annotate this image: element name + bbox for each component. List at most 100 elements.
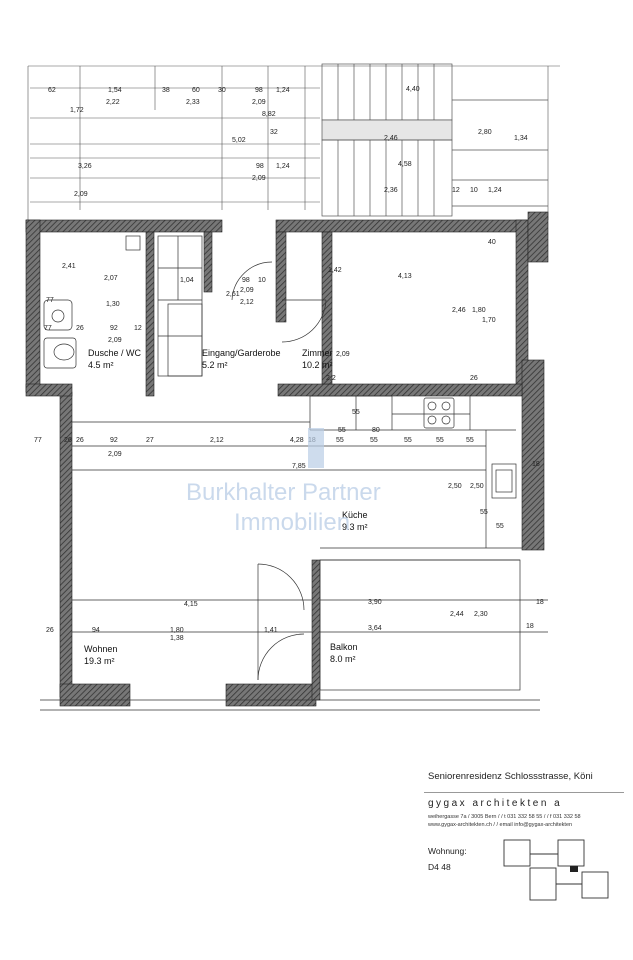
- dim-236: 2,36: [384, 187, 398, 194]
- dim-k-55b: 55: [496, 523, 504, 530]
- dim-top-440: 4,40: [406, 86, 420, 93]
- room-labels: Dusche / WC 4.5 m² Eingang/Garderobe 5.2…: [84, 348, 368, 666]
- dim-882: 8,82: [262, 111, 276, 118]
- dim-zimmer-170: 1,70: [482, 317, 496, 324]
- room-balkon-area: 8.0 m²: [330, 654, 356, 664]
- room-zimmer-area: 10.2 m²: [302, 360, 333, 370]
- dim-124c: 1,24: [488, 187, 502, 194]
- dim-222: 2,22: [106, 99, 120, 106]
- dim-209a: 2,09: [252, 99, 266, 106]
- dim-top-98: 98: [255, 87, 263, 94]
- dim-zimmer-413: 4,13: [398, 273, 412, 280]
- dim-corr-428: 4,28: [290, 437, 304, 444]
- firm-name: gygax architekten a: [428, 798, 563, 809]
- key-plan-icon: [503, 839, 609, 901]
- dim-l-364: 3,64: [368, 625, 382, 632]
- dim-l-415: 4,15: [184, 601, 198, 608]
- unit-label: Wohnung:: [428, 846, 467, 856]
- dim-zimmer-22: 2,2: [326, 375, 336, 382]
- room-dusche-name: Dusche / WC: [88, 348, 142, 358]
- walls: [25, 211, 549, 707]
- dim-98b: 98: [256, 163, 264, 170]
- dim-corr-785: 7,85: [292, 463, 306, 470]
- dim-l-230: 2,30: [474, 611, 488, 618]
- dim-top-62: 62: [48, 87, 56, 94]
- dim-bath-77a: 77: [46, 297, 54, 304]
- dim-l-18b: 18: [526, 623, 534, 630]
- room-eingang-name: Eingang/Garderobe: [202, 348, 281, 358]
- dim-bath-104: 1,04: [180, 277, 194, 284]
- watermark-line2: Immobilien: [234, 509, 350, 536]
- dim-zimmer-40: 40: [488, 239, 496, 246]
- dim-bath-92: 92: [110, 325, 118, 332]
- dim-502: 5,02: [232, 137, 246, 144]
- title-divider: [424, 792, 624, 793]
- dim-bath-209: 2,09: [108, 337, 122, 344]
- dim-10: 10: [470, 187, 478, 194]
- firm-address: weihergasse 7a / 3005 Bern / / t 031 332…: [428, 814, 581, 820]
- staircase: [321, 63, 548, 217]
- dim-kt-55e: 55: [466, 437, 474, 444]
- room-zimmer-name: Zimmer: [302, 348, 333, 358]
- firm-web: www.gygax-architekten.ch / / email info@…: [428, 822, 573, 828]
- dim-zimmer-142: 1,42: [328, 267, 342, 274]
- title-block: Seniorenresidenz Schlossstrasse, Köni gy…: [424, 768, 629, 908]
- unit-number: D4 48: [428, 862, 451, 872]
- dim-top-30: 30: [218, 87, 226, 94]
- dim-top-60: 60: [192, 87, 200, 94]
- dim-l-244: 2,44: [450, 611, 464, 618]
- dim-32: 32: [270, 129, 278, 136]
- dim-zimmer-26: 26: [470, 375, 478, 382]
- dim-233: 2,33: [186, 99, 200, 106]
- dim-corr-92: 92: [110, 437, 118, 444]
- dim-bath-26: 26: [76, 325, 84, 332]
- dim-kt-55d: 55: [436, 437, 444, 444]
- watermark-logo-icon: [308, 428, 324, 468]
- dim-172: 1,72: [70, 107, 84, 114]
- room-balkon-name: Balkon: [330, 642, 358, 652]
- dim-458: 4,58: [398, 161, 412, 168]
- watermark: Burkhalter Partner Immobilien: [186, 428, 381, 536]
- floor-plan: 62 1,54 38 60 30 98 1,24 4,40 1,72 2,22 …: [25, 63, 560, 711]
- dim-kt-55c: 55: [404, 437, 412, 444]
- dim-209c: 2,09: [252, 175, 266, 182]
- dim-209b: 2,09: [74, 191, 88, 198]
- dim-k-18: 18: [532, 461, 540, 468]
- dim-zimmer-180: 1,80: [472, 307, 486, 314]
- dim-kt-55a: 55: [338, 427, 346, 434]
- dim-corr-26a: 26: [64, 437, 72, 444]
- dim-eingang-212: 2,12: [240, 299, 254, 306]
- room-wohnen-area: 19.3 m²: [84, 656, 115, 666]
- dim-kt-80: 80: [372, 427, 380, 434]
- room-wohnen-name: Wohnen: [84, 644, 117, 654]
- dim-l-141: 1,41: [264, 627, 278, 634]
- dim-l-26: 26: [46, 627, 54, 634]
- dim-corr-27: 27: [146, 437, 154, 444]
- dim-l-180: 1,80: [170, 627, 184, 634]
- dim-bath-130: 1,30: [106, 301, 120, 308]
- dim-eingang-10: 10: [258, 277, 266, 284]
- dim-k-250b: 2,50: [470, 483, 484, 490]
- dim-bath-77b: 77: [44, 325, 52, 332]
- dim-eingang-261: 2,61: [226, 291, 240, 298]
- dim-l-18a: 18: [536, 599, 544, 606]
- dim-corr-209: 2,09: [108, 451, 122, 458]
- dim-top-154: 1,54: [108, 87, 122, 94]
- dim-eingang-98: 98: [242, 277, 250, 284]
- dim-corr-77: 77: [34, 437, 42, 444]
- fixtures: [40, 235, 548, 711]
- dim-top-124: 1,24: [276, 87, 290, 94]
- room-kueche-name: Küche: [342, 510, 368, 520]
- dim-l-138: 1,38: [170, 635, 184, 642]
- upper-dimension-grid: [27, 65, 560, 235]
- dim-bath-241: 2,41: [62, 263, 76, 270]
- dim-134: 1,34: [514, 135, 528, 142]
- dim-zimmer-209: 2,09: [336, 351, 350, 358]
- dim-bath-12: 12: [134, 325, 142, 332]
- project-title: Seniorenresidenz Schlossstrasse, Köni: [428, 771, 593, 782]
- room-eingang-area: 5.2 m²: [202, 360, 228, 370]
- watermark-line1: Burkhalter Partner: [186, 479, 381, 506]
- dim-124b: 1,24: [276, 163, 290, 170]
- dim-12: 12: [452, 187, 460, 194]
- dim-k-250a: 2,50: [448, 483, 462, 490]
